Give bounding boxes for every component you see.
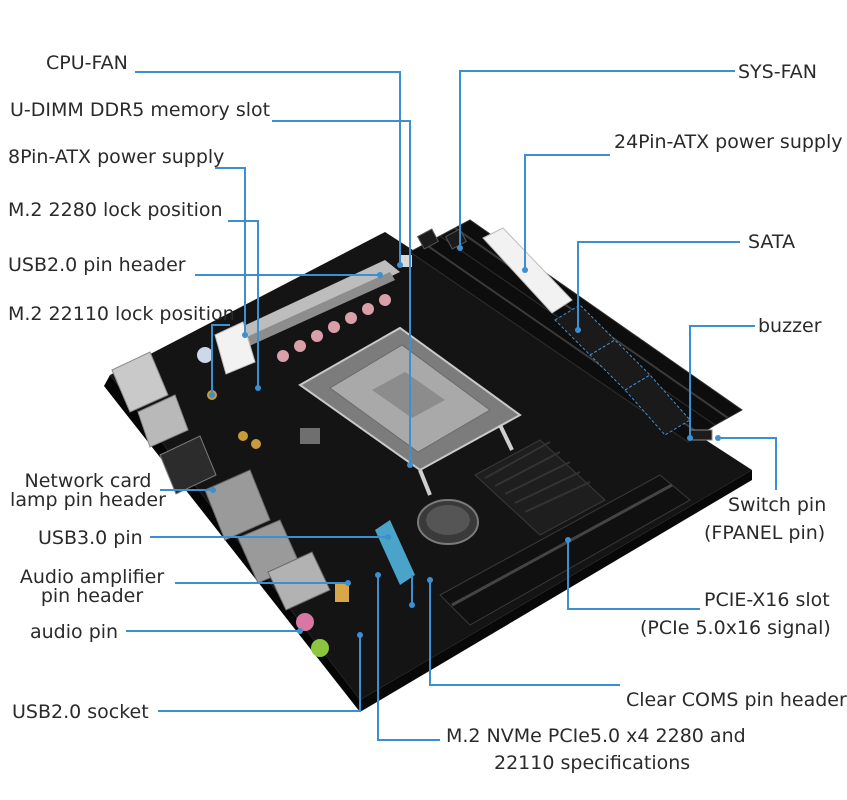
label-sata: SATA <box>748 231 796 253</box>
right-label-area: SYS-FAN 24Pin-ATX power supply SATA buzz… <box>614 61 847 711</box>
leader-lines-right <box>427 70 777 686</box>
label-audio-amp-line2: pin header <box>40 585 144 607</box>
label-cpu-fan: CPU-FAN <box>46 52 128 74</box>
label-buzzer: buzzer <box>758 315 822 337</box>
motherboard-diagram: CPU-FAN U-DIMM DDR5 memory slot 8Pin-ATX… <box>8 52 847 774</box>
sata-ports <box>554 304 691 436</box>
chipset-heatsink <box>474 439 606 536</box>
label-sys-fan: SYS-FAN <box>738 61 817 83</box>
label-m2-nvme-line2: 22110 specifications <box>494 752 691 774</box>
label-nic-lamp-line1: Network card <box>24 470 152 492</box>
label-atx24: 24Pin-ATX power supply <box>614 131 843 153</box>
label-switch-pin-line2: (FPANEL pin) <box>704 522 826 544</box>
label-m2-2280-lock: M.2 2280 lock position <box>8 199 223 221</box>
label-nic-lamp-line2: lamp pin header <box>10 489 166 511</box>
label-audio-amp-line1: Audio amplifier <box>19 566 165 588</box>
label-atx8: 8Pin-ATX power supply <box>8 146 225 168</box>
label-pcie-line2: (PCIe 5.0x16 signal) <box>640 617 831 639</box>
label-clear-cmos: Clear COMS pin header <box>626 689 847 711</box>
label-m2-22110-lock: M.2 22110 lock position <box>8 303 235 325</box>
chokes <box>277 294 391 362</box>
label-udimm-slot: U-DIMM DDR5 memory slot <box>10 99 271 121</box>
label-audio-pin: audio pin <box>30 621 119 643</box>
label-usb2-header: USB2.0 pin header <box>8 254 186 276</box>
rear-io <box>111 351 331 657</box>
fan-headers <box>416 228 468 250</box>
vrm-area <box>235 260 400 348</box>
pcie-slot <box>439 474 691 626</box>
label-pcie-line1: PCIE-X16 slot <box>704 589 830 611</box>
label-switch-pin-line1: Switch pin <box>728 494 827 516</box>
label-usb2-socket: USB2.0 socket <box>12 701 149 723</box>
leader-lines-left <box>126 71 440 741</box>
cmos-battery <box>417 499 479 545</box>
board-illustration <box>104 70 777 741</box>
label-usb3-pin: USB3.0 pin <box>38 527 143 549</box>
label-m2-nvme-line1: M.2 NVMe PCIe5.0 x4 2280 and <box>446 725 746 747</box>
